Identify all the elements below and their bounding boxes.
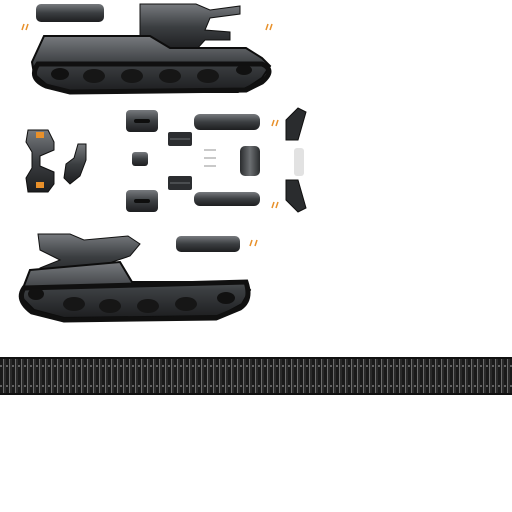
small-plates	[126, 110, 304, 252]
wheel	[159, 69, 181, 83]
wheel	[137, 299, 159, 313]
ghost-rings	[204, 149, 216, 167]
wheel	[175, 297, 197, 311]
plate-long	[194, 114, 260, 130]
wheel	[51, 68, 69, 80]
bottom-road-wheels	[28, 288, 235, 313]
bracket-pieces	[25, 107, 307, 247]
hook-part	[63, 143, 87, 185]
clamp-accent	[36, 132, 44, 138]
wheel	[121, 69, 143, 83]
wheel	[28, 288, 44, 300]
clamp-bracket	[25, 129, 55, 193]
top-road-wheels	[51, 65, 252, 83]
plate-long	[176, 236, 240, 252]
wheel	[63, 297, 85, 311]
side-fin	[285, 107, 307, 141]
bottom-track-band	[18, 279, 251, 323]
clamp-accent	[36, 182, 44, 188]
track-tread-strip	[0, 357, 512, 395]
faint-bar	[294, 148, 304, 176]
nut	[132, 152, 148, 166]
bottom-hull-body	[18, 260, 252, 320]
tracked-chassis-bottom	[18, 233, 252, 323]
plate-long	[194, 192, 260, 206]
mid-marker-ticks	[249, 119, 279, 247]
top-marker-ticks	[21, 23, 273, 31]
wheel	[236, 65, 252, 75]
plate-slot	[134, 119, 150, 123]
top-track-band	[31, 61, 272, 95]
cylinder	[240, 146, 260, 176]
tracked-chassis-top	[21, 3, 273, 95]
side-fin	[285, 179, 307, 213]
plate-slot	[134, 199, 150, 203]
top-plate-left	[36, 4, 104, 22]
wheel	[217, 292, 235, 304]
wheel	[99, 299, 121, 313]
wheel	[197, 69, 219, 83]
wheel	[83, 69, 105, 83]
